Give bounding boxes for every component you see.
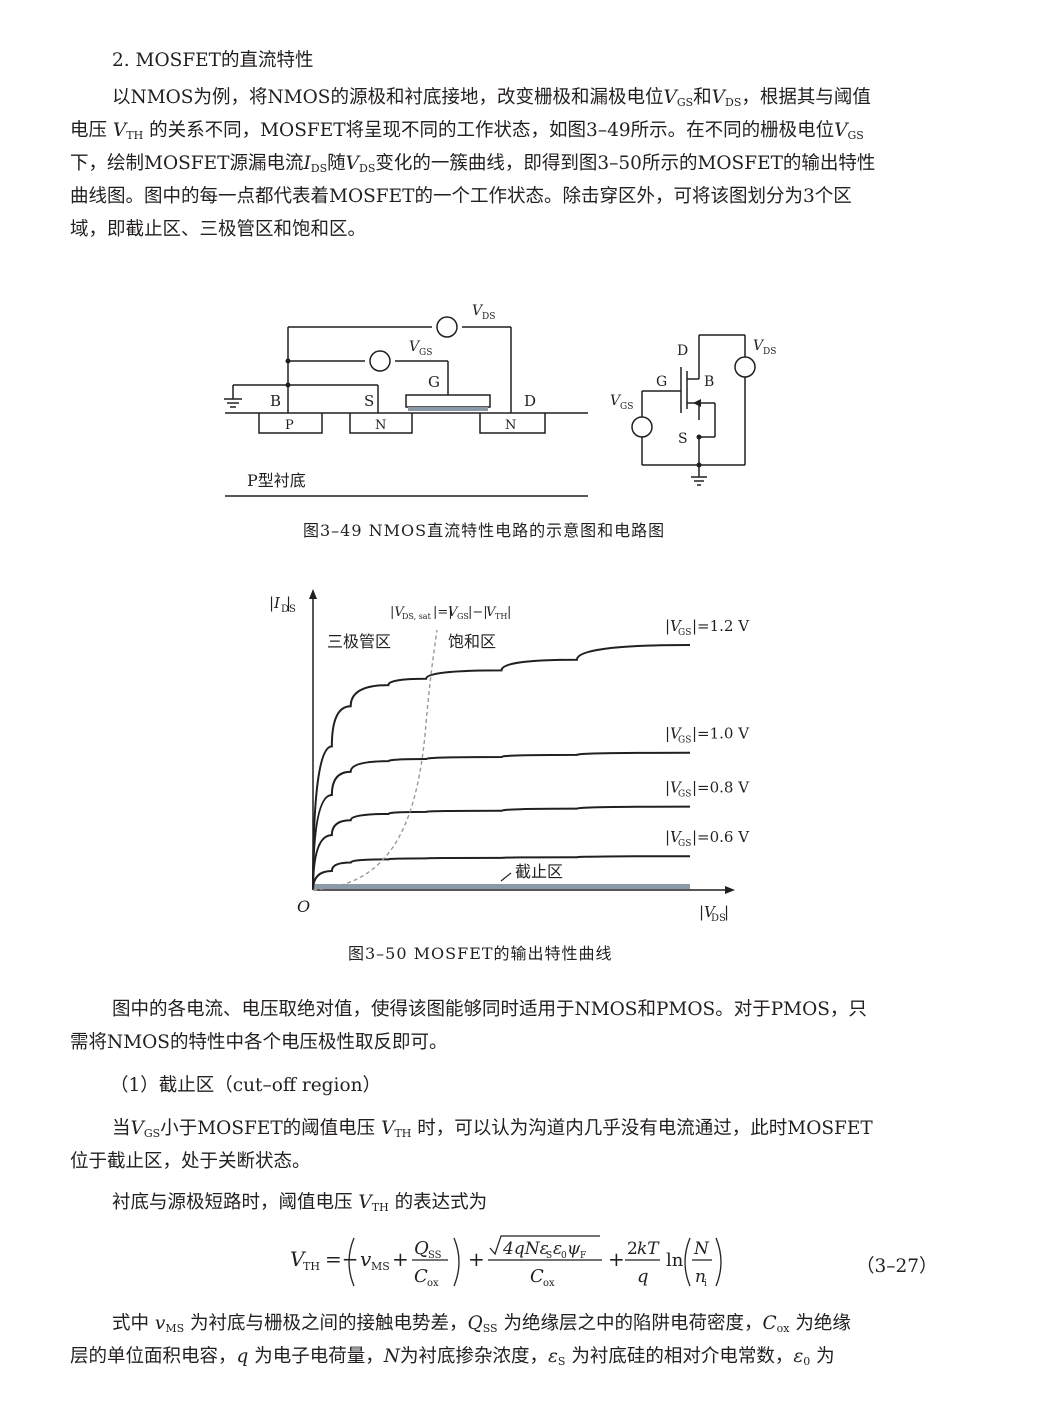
- label-vgs-circuit: V: [610, 393, 622, 409]
- label-vds: V: [472, 303, 484, 319]
- svg-text:=−: =−: [325, 1247, 359, 1271]
- svg-text:n: n: [695, 1267, 706, 1287]
- series-label-value-1: |=1.2 V: [692, 617, 750, 635]
- svg-text:4qNε: 4qNε: [502, 1239, 549, 1259]
- series-label-value-3: |=0.8 V: [692, 779, 750, 797]
- label-G-circuit: G: [656, 374, 667, 390]
- y-axis-label: |I: [269, 594, 281, 612]
- label-vds-circuit: V: [753, 338, 765, 354]
- svg-text:|=|: |=|: [433, 605, 453, 620]
- svg-text:|: |: [286, 594, 291, 612]
- label-B-circuit: B: [704, 374, 714, 390]
- svg-text:N: N: [693, 1239, 710, 1259]
- equation-3-27: V TH =− v MS + Q SS C ox + 4qNε S ε 0 ψ …: [290, 1232, 760, 1297]
- svg-text:S: S: [546, 1251, 552, 1261]
- region-saturation-label: 饱和区: [448, 632, 496, 651]
- label-D: D: [524, 392, 536, 410]
- svg-text:V: V: [290, 1247, 307, 1271]
- paragraph-1: 以NMOS为例，将NMOS的源极和衬底接地，改变栅极和漏极电位VGS和VDS，根…: [70, 87, 876, 240]
- label-vds-sub: DS: [482, 312, 495, 322]
- series-line-4: [312, 855, 691, 891]
- label-D-circuit: D: [677, 343, 688, 359]
- label-S-circuit: S: [678, 431, 688, 447]
- svg-text:ε: ε: [553, 1239, 562, 1259]
- svg-text:TH: TH: [303, 1260, 320, 1273]
- figure-3-49: B S G D P N N P型衬底 V DS V GS D G B S V D…: [224, 303, 776, 497]
- series-label-sub-1: GS: [678, 628, 691, 638]
- svg-text:ln: ln: [666, 1250, 684, 1271]
- series-label-sub-2: GS: [678, 736, 691, 746]
- x-axis-label-sub: DS: [711, 913, 726, 924]
- svg-text:V: V: [486, 605, 497, 620]
- paragraph-5: 式中 vMS 为衬底与栅极之间的接触电势差，QSS 为绝缘层之中的陷阱电荷密度，…: [70, 1313, 851, 1368]
- figure-3-50-caption: 图3–50 MOSFET的输出特性曲线: [348, 944, 613, 963]
- equation-number: （3–27）: [856, 1256, 938, 1277]
- figure-3-50-chart: |I DS | |V DS | O |V DS, sat |=| V GS |−…: [269, 589, 750, 924]
- label-B: B: [270, 392, 281, 410]
- svg-text:Q: Q: [414, 1238, 429, 1259]
- svg-text:kT: kT: [637, 1239, 660, 1259]
- label-vgs: V: [409, 339, 421, 355]
- svg-text:|: |: [724, 903, 729, 921]
- series-label-1: |V: [665, 617, 683, 635]
- svg-text:+: +: [468, 1247, 485, 1271]
- svg-text:|: |: [507, 605, 511, 620]
- x-axis-label: |V: [699, 903, 717, 921]
- subheading-cutoff: （1）截止区（cut–off region）: [110, 1075, 381, 1096]
- paragraph-3: 当VGS小于MOSFET的阈值电压 VTH 时，可以认为沟道内几乎没有电流通过，…: [70, 1118, 873, 1172]
- svg-text:GS: GS: [457, 612, 469, 621]
- region-cutoff-label: 截止区: [515, 862, 563, 881]
- svg-text:DS, sat: DS, sat: [402, 612, 432, 621]
- svg-text:ψ: ψ: [567, 1239, 581, 1259]
- section-heading: 2. MOSFET的直流特性: [112, 50, 314, 71]
- series-label-value-2: |=1.0 V: [692, 725, 750, 743]
- label-n-plus-source: N: [375, 418, 386, 433]
- label-substrate: P型衬底: [247, 471, 306, 490]
- saturation-boundary: [312, 629, 438, 891]
- svg-text:C: C: [530, 1266, 544, 1287]
- label-vgs-circuit-sub: GS: [620, 402, 633, 412]
- series-line-3: [312, 805, 691, 891]
- svg-text:SS: SS: [428, 1250, 442, 1261]
- svg-text:MS: MS: [371, 1260, 390, 1273]
- svg-text:q: q: [637, 1266, 649, 1287]
- svg-text:+: +: [608, 1247, 625, 1271]
- label-p-plus: P: [285, 418, 294, 433]
- label-n-plus-drain: N: [505, 418, 516, 433]
- series-line-1: [312, 644, 691, 891]
- svg-text:F: F: [580, 1251, 586, 1261]
- y-axis-label-sub: DS: [281, 604, 296, 615]
- label-G: G: [428, 373, 440, 391]
- svg-text:ox: ox: [543, 1278, 555, 1289]
- series-label-2: |V: [665, 725, 683, 743]
- label-vds-circuit-sub: DS: [763, 347, 776, 357]
- label-vgs-sub: GS: [419, 348, 432, 358]
- svg-text:C: C: [414, 1266, 428, 1287]
- svg-text:i: i: [704, 1279, 707, 1289]
- svg-text:|−|: |−|: [468, 605, 488, 620]
- svg-text:+: +: [392, 1247, 409, 1271]
- svg-text:V: V: [448, 605, 459, 620]
- figure-3-49-caption: 图3–49 NMOS直流特性电路的示意图和电路图: [303, 521, 666, 540]
- series-label-sub-4: GS: [678, 839, 691, 849]
- paragraph-2: 图中的各电流、电压取绝对值，使得该图能够同时适用于NMOS和PMOS。对于PMO…: [70, 999, 867, 1053]
- svg-text:v: v: [360, 1247, 372, 1271]
- series-label-4: |V: [665, 828, 683, 846]
- boundary-label: |V: [390, 605, 405, 620]
- equation-svg: V TH =− v MS + Q SS C ox + 4qNε S ε 0 ψ …: [290, 1235, 722, 1289]
- region-triode-label: 三极管区: [327, 632, 391, 651]
- series-label-value-4: |=0.6 V: [692, 828, 750, 846]
- paragraph-4: 衬底与源极短路时，阈值电压 VTH 的表达式为: [112, 1192, 488, 1214]
- label-S: S: [364, 392, 374, 410]
- series-label-3: |V: [665, 779, 683, 797]
- origin-label: O: [297, 897, 310, 916]
- svg-text:ox: ox: [427, 1278, 439, 1289]
- series-label-sub-3: GS: [678, 790, 691, 800]
- svg-text:TH: TH: [495, 612, 507, 621]
- series-line-2: [312, 751, 691, 891]
- svg-text:2: 2: [627, 1239, 638, 1259]
- svg-text:0: 0: [561, 1251, 567, 1261]
